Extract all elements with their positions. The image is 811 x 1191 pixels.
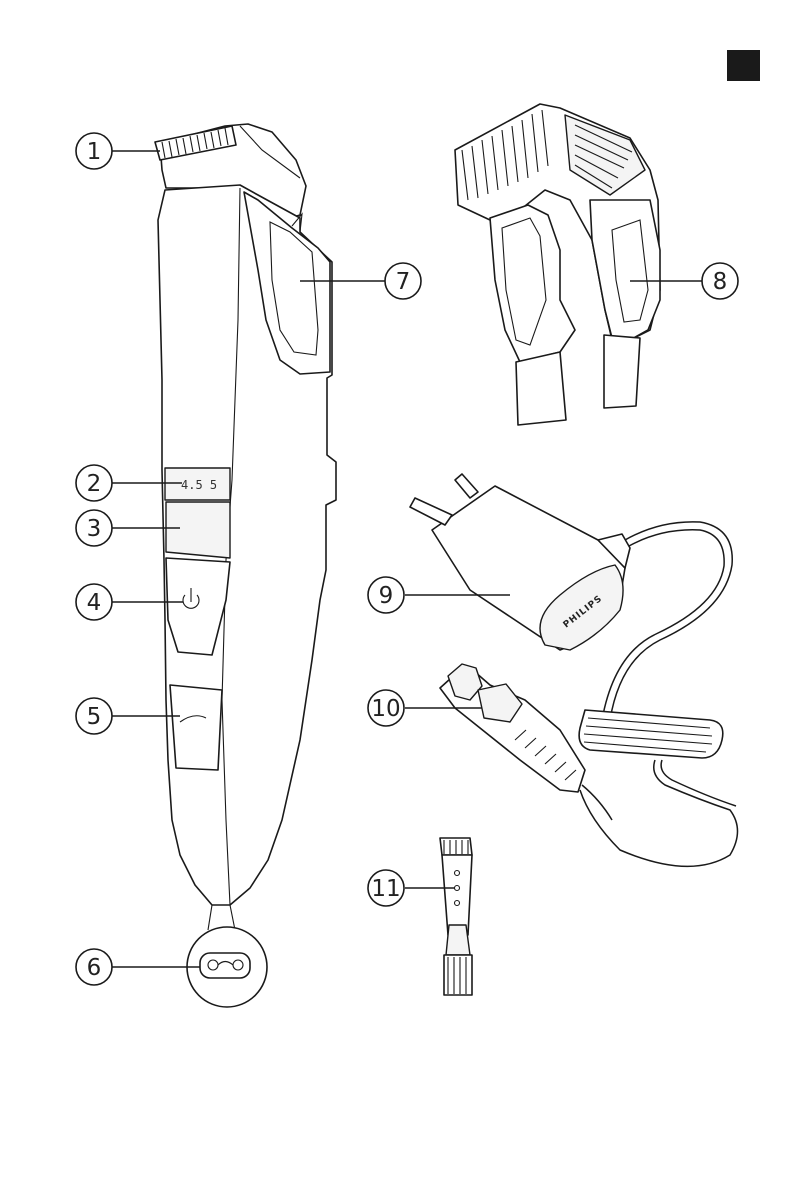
- callout-3: 3: [76, 510, 112, 546]
- svg-text:10: 10: [371, 696, 400, 722]
- corner-marker: [727, 50, 760, 81]
- svg-text:6: 6: [87, 955, 102, 981]
- callout-4: 4: [76, 584, 112, 620]
- callout-5: 5: [76, 698, 112, 734]
- svg-text:5: 5: [87, 704, 102, 730]
- callout-6: 6: [76, 949, 112, 985]
- callout-10: 10: [368, 690, 404, 726]
- svg-text:3: 3: [87, 516, 102, 542]
- callout-1: 1: [76, 133, 112, 169]
- callout-9: 9: [368, 577, 404, 613]
- cleaning-brush: [440, 838, 472, 995]
- svg-text:9: 9: [379, 583, 394, 609]
- callout-7: 7: [385, 263, 421, 299]
- svg-text:7: 7: [396, 269, 411, 295]
- display-text: 4.5 5: [181, 478, 217, 492]
- svg-text:11: 11: [371, 876, 400, 902]
- svg-text:8: 8: [713, 269, 728, 295]
- svg-text:2: 2: [87, 471, 102, 497]
- cord-coil: [579, 710, 723, 758]
- callout-11: 11: [368, 870, 404, 906]
- lock-indicator-panel: [166, 502, 230, 558]
- beard-trimmer: 4.5 5: [155, 124, 336, 1007]
- battery-indicator: [170, 685, 222, 770]
- svg-text:1: 1: [87, 139, 102, 165]
- svg-text:4: 4: [87, 590, 102, 616]
- beard-comb-attachment: [455, 104, 660, 425]
- callout-8: 8: [702, 263, 738, 299]
- callout-2: 2: [76, 465, 112, 501]
